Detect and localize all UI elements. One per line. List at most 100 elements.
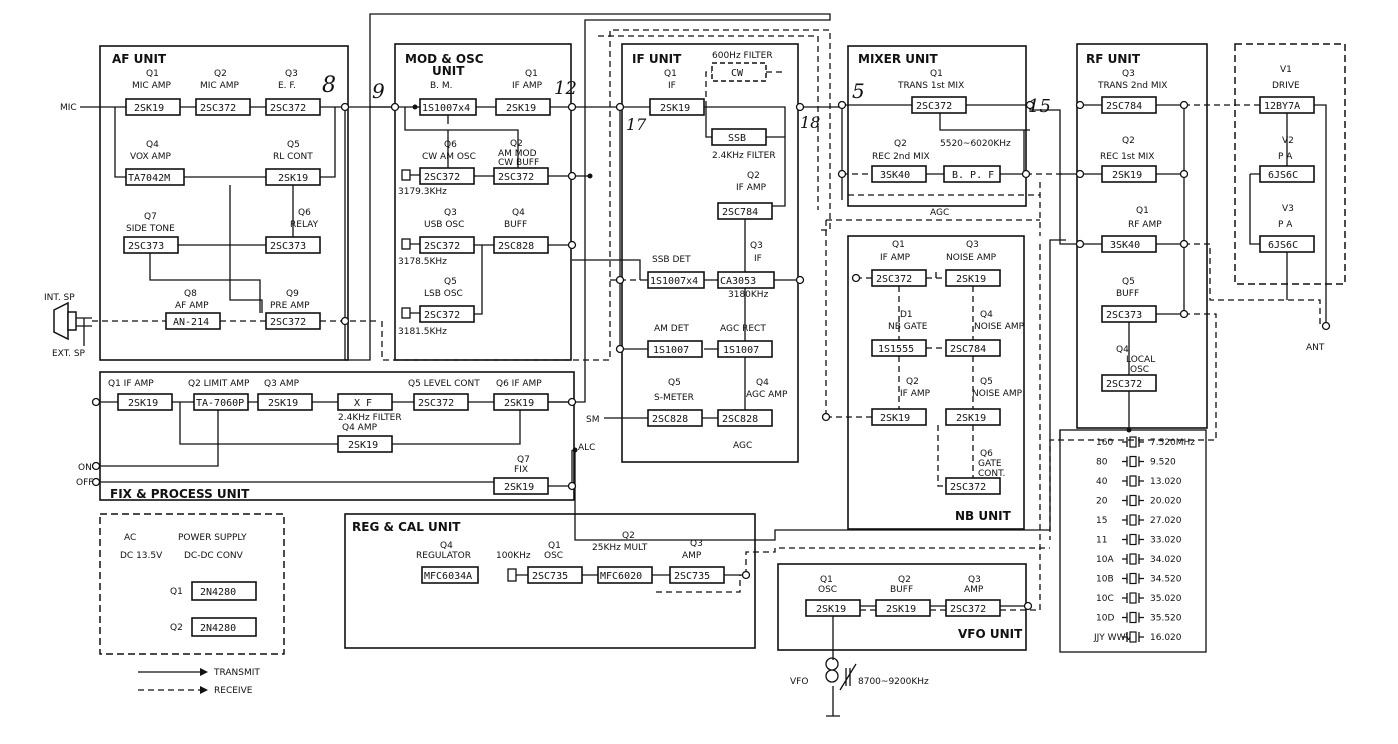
mod-q6-fn: CW AM OSC (422, 152, 476, 162)
power-title: POWER SUPPLY (178, 533, 247, 543)
vfo-q3-label: Q3 (968, 575, 981, 585)
crystal-freq: 9.520 (1150, 458, 1176, 468)
wire-main-4 (598, 35, 819, 281)
power-ac: AC (124, 533, 136, 543)
nb-q3-fn: NOISE AMP (946, 253, 997, 263)
mod-xtal-cw: 3179.3KHz (398, 187, 447, 197)
mod-q6-label: Q6 (444, 140, 457, 150)
junction-node (1321, 321, 1331, 331)
fix-q4-fn: Q4 AMP (342, 423, 378, 433)
fix-q7-fn: FIX (514, 465, 528, 475)
final-unit: V1 DRIVE 12BY7A V2 P A 6JS6C V3 P A 6JS6… (1184, 65, 1327, 353)
rf-q4-fn2: OSC (1130, 365, 1149, 375)
af-relay-path (178, 185, 294, 313)
wire-main-1 (344, 13, 831, 403)
reg-unit: Q4 REGULATOR MFC6034A 100KHz Q1 OSC 2SC7… (416, 531, 1050, 593)
af-q9-value: 2SC372 (270, 317, 306, 328)
mixer-bpf-fn: 5520~6020KHz (940, 139, 1011, 149)
nb-q1-value: 2SC372 (876, 274, 912, 285)
af-q3-value: 2SC372 (270, 103, 306, 114)
crystal-band: 20 (1096, 497, 1108, 507)
reg-q1-value: 2SC735 (532, 571, 568, 582)
nb-q6-value: 2SC372 (950, 482, 986, 493)
mod-q5-fn: LSB OSC (424, 289, 463, 299)
crystal-icon (1122, 475, 1144, 487)
if-agcrect-value: 1S1007 (723, 345, 759, 356)
handwritten-notes: 8 9 12 17 18 5 15 (322, 73, 1051, 134)
if-ssbdet-in (572, 259, 648, 281)
ext-sp-label: EXT. SP (52, 349, 86, 359)
if-q2-fn: IF AMP (736, 183, 767, 193)
junction-node (567, 102, 577, 112)
junction-dot (412, 104, 418, 110)
af-q3-label: Q3 (285, 69, 298, 79)
af-q5-fn: RL CONT (273, 152, 313, 162)
if-filter600-part (711, 62, 767, 82)
af-q5-label: Q5 (287, 140, 300, 150)
mixer-q1-fn: TRANS 1st MIX (897, 81, 964, 91)
rf-q3-value: 2SC784 (1106, 101, 1142, 112)
crystal-freq: 16.020 (1150, 633, 1182, 643)
mod-q3-value: 2SC372 (424, 241, 460, 252)
crystal-band: 10D (1096, 614, 1114, 624)
reg-q1-label: Q1 (548, 541, 561, 551)
mod-q4-label: Q4 (512, 208, 525, 218)
af-q9-fn: PRE AMP (270, 301, 310, 311)
nb-q4-value: 2SC784 (950, 344, 986, 355)
nb-q6-fn2: CONT. (978, 469, 1005, 479)
mod-bm-value: 1S1007x4 (422, 103, 470, 114)
nb-unit: Q1 IF AMP 2SC372 Q3 NOISE AMP 2SK19 D1 N… (826, 240, 1025, 495)
junction-node (91, 477, 101, 487)
fix-unit-title: FIX & PROCESS UNIT (110, 487, 250, 501)
nb-q4-fn: NOISE AMP (974, 322, 1025, 332)
mixer-unit: Q1 TRANS 1st MIX 2SC372 Q2 REC 2nd MIX 3… (842, 69, 1040, 218)
fix-off-label: OFF (76, 478, 93, 488)
fix-q3-value: 2SK19 (268, 398, 298, 409)
junction-node (390, 102, 400, 112)
crystal-freq: 13.020 (1150, 477, 1182, 487)
reg-q2-label: Q2 (622, 531, 635, 541)
wire-main-5 (800, 105, 1066, 245)
mixer-q2-fn: REC 2nd MIX (872, 152, 930, 162)
vfo-wires (832, 605, 1028, 660)
wire-main-7 (574, 239, 1066, 541)
crystal-icon (1122, 455, 1144, 468)
junction-node (567, 240, 577, 250)
mod-q6-value: 2SC372 (424, 172, 460, 183)
crystal-bank-frame (1059, 429, 1207, 653)
nb-q5-label: Q5 (980, 377, 993, 387)
note-18: 18 (800, 113, 820, 132)
if-filter600-value: CW (731, 68, 744, 79)
if-q3-label: Q3 (750, 241, 763, 251)
wire-main-3 (572, 106, 621, 349)
mod-q3-fn: USB OSC (424, 220, 464, 230)
fix-q5-value: 2SC372 (418, 398, 454, 409)
mod-q4-value: 2SC828 (498, 241, 534, 252)
crystal-freq: 7.520MHz (1150, 438, 1195, 448)
mod-q3-label: Q3 (444, 208, 457, 218)
junction-node (741, 570, 751, 580)
final-v1-label: V1 (1280, 65, 1292, 75)
rf-q1-label: Q1 (1136, 206, 1149, 216)
rf-q4-label: Q4 (1116, 345, 1129, 355)
crystal-band: 10B (1096, 575, 1114, 585)
fix-q7-value: 2SK19 (504, 482, 534, 493)
af-q8-fn: AF AMP (175, 301, 209, 311)
junction-node (615, 275, 625, 285)
reg-q2-value: MFC6020 (600, 571, 642, 582)
fix-wires (96, 401, 573, 487)
crystal-icon (1122, 514, 1144, 526)
final-v2-label: V2 (1282, 136, 1294, 146)
crystal-icon (1122, 436, 1144, 448)
af-q7-fn: SIDE TONE (126, 224, 175, 234)
nb-q1-label: Q1 (892, 240, 905, 250)
crystal-icon (1122, 611, 1144, 624)
af-q7-value: 2SC373 (128, 241, 164, 252)
if-q3-freq: 3180KHz (728, 290, 769, 300)
crystal-freq: 35.020 (1150, 594, 1182, 604)
